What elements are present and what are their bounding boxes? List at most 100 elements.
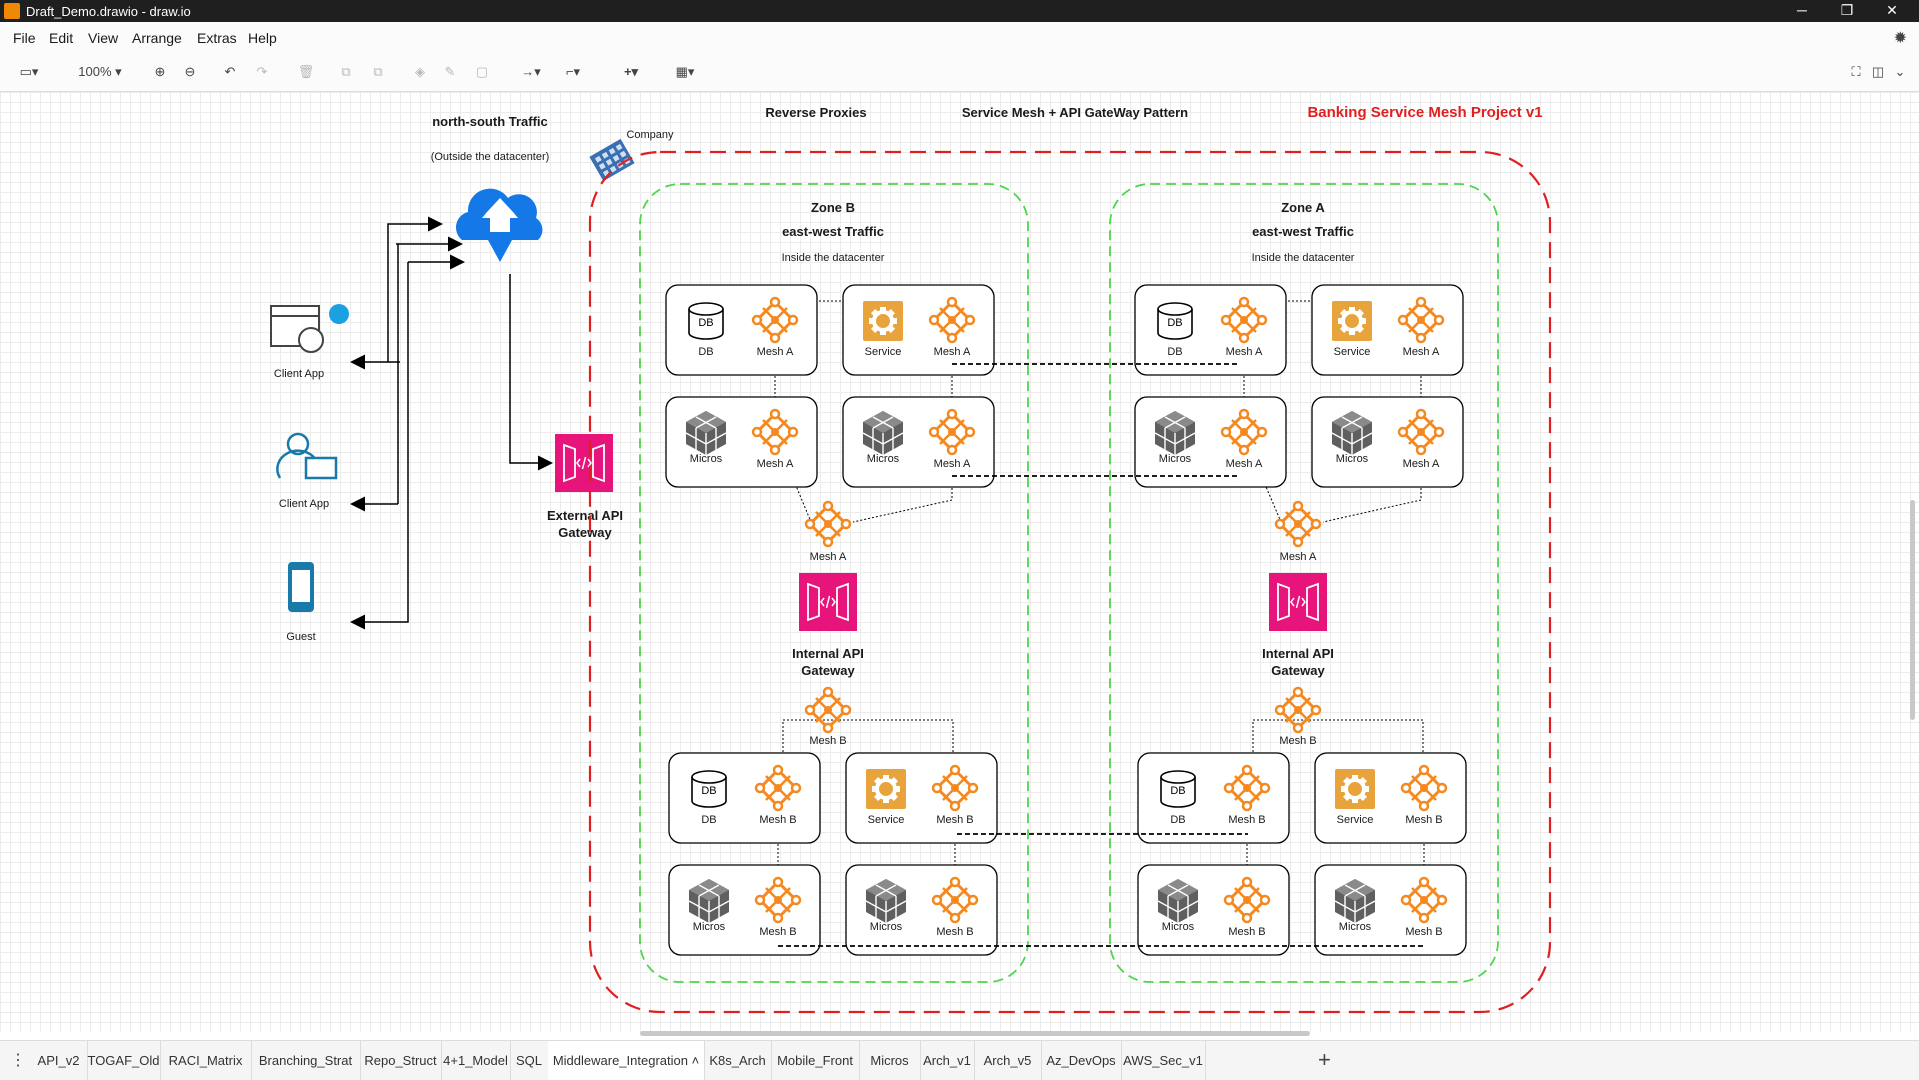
page-tab[interactable]: AWS_Sec_v1 [1121, 1041, 1206, 1080]
mesh-label: Mesh A [1226, 346, 1263, 358]
page-tab[interactable]: K8s_Arch [704, 1041, 772, 1080]
pages-menu-icon[interactable]: ⋮ [10, 1052, 26, 1069]
line-color-icon[interactable]: ✎ [444, 64, 456, 79]
toolbar: ▭▾ 100% ▾ ⊕ ⊖ ↶ ↷ 🗑 ⧉ ⧉ ◈ ✎ ▢ →▾ ⌐▾ +▾ ▦… [0, 54, 1919, 92]
page-tab[interactable]: Micros [859, 1041, 921, 1080]
mesh-node [1436, 894, 1448, 906]
mesh-icon [1400, 876, 1448, 924]
collapse-icon[interactable]: ⌄ [1894, 64, 1906, 79]
mesh-node [964, 314, 976, 326]
format-panel-icon[interactable]: ◫ [1871, 64, 1885, 79]
page-tab[interactable]: Arch_v5 [974, 1041, 1042, 1080]
mesh-node [772, 800, 784, 812]
mesh-node [769, 296, 781, 308]
page-tab[interactable]: Mobile_Front [771, 1041, 860, 1080]
horizontal-scrollbar[interactable] [640, 1031, 1310, 1036]
mesh-node [840, 518, 852, 530]
service-gear-icon [1335, 769, 1375, 809]
mesh-icon [1397, 408, 1445, 456]
mesh-node [1418, 800, 1430, 812]
mesh-node [1238, 444, 1250, 456]
zoom-out-icon[interactable]: ⊖ [184, 64, 196, 79]
cubes-grid [1331, 416, 1373, 455]
zone-title: Zone A [1281, 200, 1325, 215]
building [589, 138, 635, 182]
zoom-in-icon[interactable]: ⊕ [154, 64, 166, 79]
mesh-core [771, 428, 779, 436]
page-tab[interactable]: Repo_Struct [360, 1041, 442, 1080]
window-title: Draft_Demo.drawio - draw.io [26, 4, 191, 19]
db-top [1157, 302, 1193, 316]
north-south-heading: north-south Traffic [432, 114, 548, 129]
component-label: Micros [1336, 453, 1369, 465]
fullscreen-icon[interactable]: ⛶ [1851, 64, 1861, 79]
sidebar-toggle-icon[interactable]: ▭▾ [19, 64, 39, 79]
menu-edit[interactable]: Edit [49, 30, 74, 46]
external-gateway-label: Gateway [558, 525, 612, 540]
connection-icon[interactable]: →▾ [521, 64, 541, 79]
page-tab[interactable]: TOGAF_Old [87, 1041, 161, 1080]
mesh-label: Mesh B [936, 814, 973, 826]
insert-icon[interactable]: +▾ [623, 64, 639, 79]
page-tab[interactable]: 4+1_Model [441, 1041, 511, 1080]
close-icon[interactable]: ✕ [1886, 2, 1898, 18]
mesh-node [840, 704, 852, 716]
building-window [605, 158, 613, 166]
vertical-scrollbar[interactable] [1910, 500, 1915, 720]
table-icon[interactable]: ▦▾ [675, 64, 695, 79]
page-tab[interactable]: Branching_Strat [251, 1041, 361, 1080]
fill-color-icon[interactable]: ◈ [415, 64, 425, 79]
restore-icon[interactable]: ❐ [1840, 2, 1854, 18]
zone-note: Inside the datacenter [1252, 252, 1355, 264]
page-tab[interactable]: Az_DevOps [1041, 1041, 1122, 1080]
page-tab[interactable]: API_v2 [30, 1041, 88, 1080]
zoom-select[interactable]: 100% ▾ [78, 64, 122, 79]
menu-help[interactable]: Help [248, 30, 277, 46]
cubes-grid [865, 884, 907, 923]
page-tab[interactable]: SQL [510, 1041, 549, 1080]
diagram[interactable]: north-south Traffic(Outside the datacent… [0, 92, 1919, 1032]
client-browser-icon [270, 304, 349, 353]
menu-arrange[interactable]: Arrange [132, 30, 182, 46]
mesh-node [1397, 426, 1409, 438]
mesh-node [751, 314, 763, 326]
gear-ring [872, 310, 894, 332]
appearance-icon[interactable]: ✹ [1893, 30, 1907, 47]
waypoints-icon[interactable]: ⌐▾ [565, 64, 581, 79]
diagram-canvas[interactable]: north-south Traffic(Outside the datacent… [0, 92, 1919, 1032]
component-label: Service [865, 346, 902, 358]
db-top [1160, 770, 1196, 784]
menu-view[interactable]: View [88, 30, 119, 46]
page-tab[interactable]: Arch_v1 [920, 1041, 975, 1080]
mesh-label: Mesh B [1405, 814, 1442, 826]
mesh-core [771, 316, 779, 324]
reverse-proxies-heading: Reverse Proxies [765, 105, 866, 120]
external-gateway-label: External API [547, 508, 623, 523]
mesh-node [1223, 782, 1235, 794]
mesh-icon [754, 764, 802, 812]
undo-icon[interactable]: ↶ [224, 64, 236, 79]
mesh-node [1238, 296, 1250, 308]
building-window [601, 151, 609, 159]
mesh-link [1252, 719, 1424, 768]
delete-icon[interactable]: 🗑 [297, 64, 315, 79]
add-page-icon[interactable]: + [1318, 1047, 1331, 1072]
to-front-icon[interactable]: ⧉ [341, 64, 351, 79]
page-tab[interactable]: RACI_Matrix [160, 1041, 252, 1080]
user-head [286, 432, 310, 456]
menu-file[interactable]: File [13, 30, 36, 46]
mesh-label: Mesh B [1279, 735, 1316, 747]
mesh-icon [1274, 500, 1322, 548]
drawio-logo-icon [4, 3, 20, 19]
shadow-icon[interactable]: ▢ [475, 64, 489, 79]
minimize-icon[interactable]: ─ [1797, 2, 1807, 18]
microservices-cubes-icon [865, 879, 907, 923]
mesh-node [804, 518, 816, 530]
mesh-core [824, 520, 832, 528]
to-back-icon[interactable]: ⧉ [373, 64, 383, 79]
user-body [276, 449, 318, 479]
page-tab[interactable]: Middleware_Integration ˄ [548, 1041, 705, 1080]
internal-gateway-label: Gateway [801, 663, 855, 678]
redo-icon[interactable]: ↷ [256, 64, 268, 79]
menu-extras[interactable]: Extras [197, 30, 237, 46]
